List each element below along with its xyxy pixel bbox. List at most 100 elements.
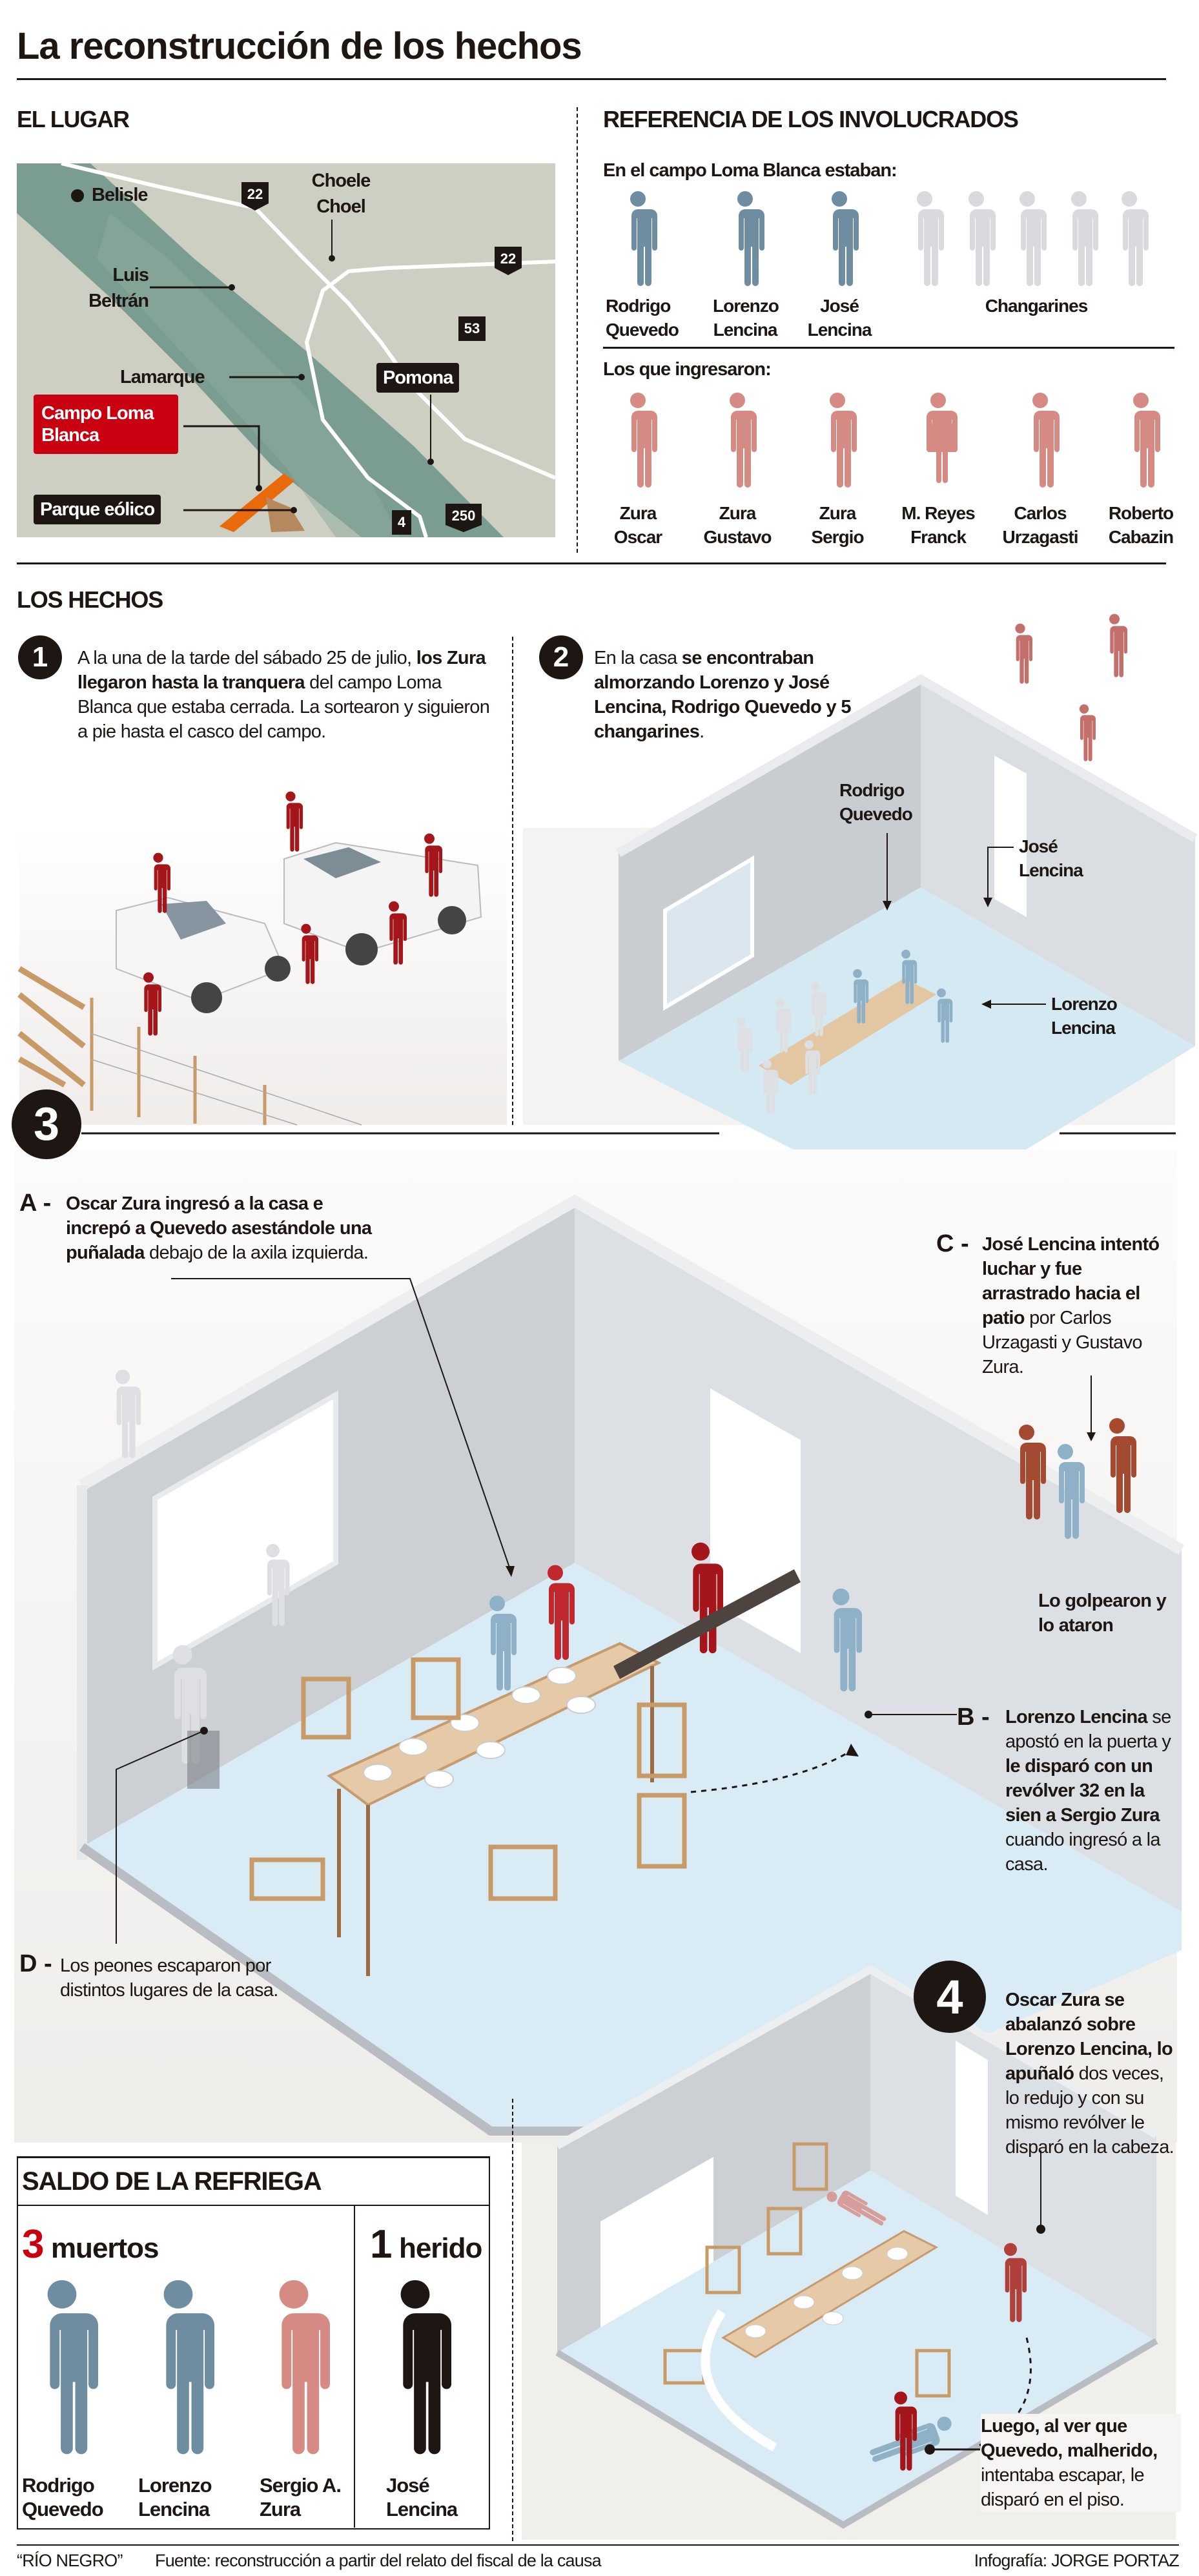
person-icon [258,2279,330,2457]
person-label: Zura Gustavo [703,503,772,547]
scene-2 [523,613,1198,1214]
text: dos veces, lo redujo y con su mismo revó… [1005,2063,1174,2158]
wounded-label: herido [398,2232,482,2264]
bold-text: se encontraban almorzando Lorenzo y José… [594,648,851,742]
step-number-4: 4 [914,1961,986,2033]
step-3d-text: Los peones escaparon por distintos lugar… [60,1953,280,2003]
footer-credit: Infografía: JORGE PORTAZ [974,2551,1180,2570]
callout-quevedo: Rodrigo Quevedo [839,780,913,824]
person-label: M. Reyes Franck [901,503,975,547]
casualty-name: Rodrigo Quevedo [22,2474,104,2520]
bold-text: Oscar Zura se abalanzó sobre Lorenzo Len… [1005,1990,1173,2084]
text: cuando ingresó a la casa. [1005,1829,1161,1875]
step-number-1: 1 [18,635,62,679]
section-heading-lugar: EL LUGAR [17,106,130,132]
title-rule [17,78,1166,80]
person-icon [619,392,657,489]
bold-text: José Lencina intentó luchar y fue arrast… [982,1234,1160,1328]
page-title: La reconstrucción de los hechos [17,25,582,67]
person-label: Carlos Urzagasti [1002,503,1078,547]
person-icon [820,191,859,287]
map [17,161,557,538]
map-label-belisle: Belisle [92,185,148,205]
person-icon [379,2279,451,2457]
person-label: José Lencina [807,296,872,340]
wounded-count: 1 [370,2222,392,2267]
route-shield-53: 53 [458,316,486,341]
bold-text: Oscar Zura ingresó a la casa e increpó a… [66,1193,372,1263]
parque-eolico-area [220,473,294,532]
map-label-pomona: Pomona [376,363,460,393]
person-label: Rodrigo Quevedo [606,296,679,340]
person-label: Lorenzo Lencina [713,296,779,340]
person-icon [905,191,944,287]
footer-newspaper: “RÍO NEGRO” [17,2551,123,2570]
campo-area [266,497,305,532]
casualty-summary-box: SALDO DE LA REFRIEGA 3 muertos 1 herido … [17,2156,490,2530]
person-icon [619,191,657,287]
person-label: Roberto Cabazin [1108,503,1174,547]
text: debajo de la axila izquierda. [144,1242,369,1263]
person-icon [1008,191,1047,287]
map-label-luis-beltran: Luis Beltrán [88,265,149,311]
marker-d: D - [19,1950,52,1977]
step-3c-text: José Lencina intentó luchar y fue arrast… [982,1232,1173,1379]
casualty-name: Lorenzo Lencina [138,2474,212,2520]
dead-count: 3 [22,2222,44,2267]
bold-text: le disparó con un revólver 32 en la sien… [1005,1756,1160,1826]
step-2-text: En la casa se encontraban almorzando Lor… [594,646,872,744]
person-icon [1060,191,1098,287]
map-label-parque-eolico: Parque eólico [34,495,161,524]
group-label-residents: En el campo Loma Blanca estaban: [603,160,897,181]
person-label: Zura Oscar [613,503,662,547]
bold-text: Luego, al ver que Quevedo, malherido, [981,2416,1158,2461]
casualty-name: Sergio A. Zura [260,2474,342,2520]
section-heading-referencia: REFERENCIA DE LOS INVOLUCRADOS [603,106,1019,132]
marker-a: A - [19,1190,52,1217]
map-label-choele-choel: Choele Choel [311,170,371,217]
step-number-2: 2 [539,635,583,679]
summary-heading: SALDO DE LA REFRIEGA [22,2167,322,2196]
text: A la una de la tarde del sábado 25 de ju… [77,648,416,668]
map-label-campo-loma-blanca: Campo Loma Blanca [34,395,178,454]
marker-b: B - [957,1704,990,1731]
wounded-name: José Lencina [386,2474,458,2520]
text: En la casa [594,648,682,668]
person-icon [957,191,996,287]
text: del campo Loma Blanca que estaba cerrada… [77,672,490,742]
person-icon [718,392,757,489]
woman-icon [919,392,958,489]
text: se apostó en la puerta y [1005,1707,1171,1752]
person-label: Zura Sergio [811,503,864,547]
text: . [699,721,704,742]
bullet-trajectory [613,1569,801,1679]
footer-source: Fuente: reconstrucción a partir del rela… [155,2551,602,2570]
step-4-text: Oscar Zura se abalanzó sobre Lorenzo Len… [1005,1988,1176,2159]
route-shield-22-east: 22 [495,247,522,275]
car [116,896,291,1013]
callout-lorenzo-lencina: Lorenzo Lencina [1051,994,1118,1038]
marker-c: C - [936,1230,969,1257]
person-icon [142,2279,214,2457]
person-icon [26,2279,98,2457]
summary-column-divider [354,2205,355,2528]
step-3c-note: Lo golpearon y lo ataron [1038,1591,1167,1636]
scene-3 [14,1132,1185,2143]
dead-label: muertos [50,2232,159,2264]
reference-divider [603,347,1174,349]
bold-text: Lorenzo Lencina [1005,1707,1148,1727]
step-1-text: A la una de la tarde del sábado 25 de ju… [77,646,497,744]
column-divider [512,2099,513,2541]
step-3a-text: Oscar Zura ingresó a la casa e increpó a… [66,1191,376,1265]
changarines-label: Changarines [985,296,1089,316]
step-3b-text: Lorenzo Lencina se apostó en la puerta y… [1005,1705,1174,1877]
footer-rule [17,2544,1179,2546]
route-shield-22: 22 [241,182,269,211]
text: por Carlos Urzagasti y Gustavo Zura. [982,1308,1143,1377]
summary-header-rule [18,2205,489,2206]
section-heading-hechos: LOS HECHOS [17,586,163,613]
person-icon [1021,392,1060,489]
step-number-3: 3 [12,1089,81,1159]
text: Los peones escaparon por distintos lugar… [60,1955,278,2001]
bold-text: los Zura llegaron hasta la tranquera [77,648,486,693]
